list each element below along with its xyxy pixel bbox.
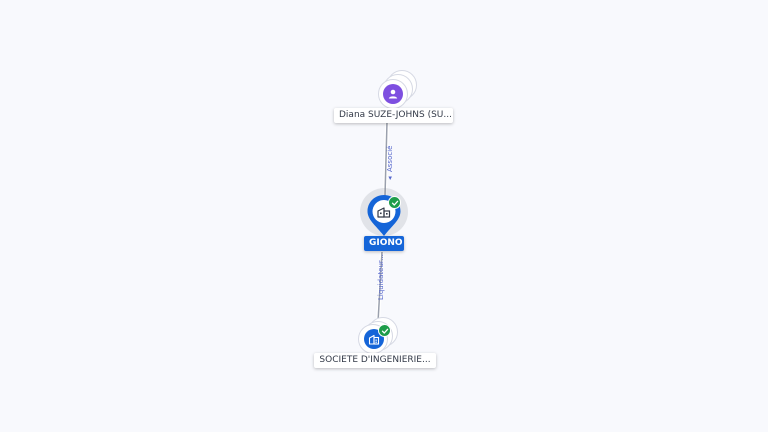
check-icon (381, 328, 388, 334)
edge-label-liquidateur: Liquidateur... (377, 254, 385, 300)
node-label-focus[interactable]: GIONO (364, 236, 404, 251)
node-person[interactable] (374, 68, 420, 112)
edge-arrow-icon: ◂ (386, 176, 394, 180)
verified-badge (388, 196, 401, 209)
edge-focus-to-company[interactable]: Liquidateur... (376, 251, 385, 323)
edge-label-associe: Associé (386, 146, 394, 172)
verified-badge (378, 324, 391, 337)
node-label-company[interactable]: SOCIETE D'INGENIERIE... (314, 353, 436, 368)
check-icon (391, 200, 398, 206)
edge-person-to-focus[interactable]: Associé ◂ (383, 121, 394, 197)
building-icon (377, 207, 391, 218)
person-avatar (383, 84, 403, 104)
company-building-icon (368, 334, 380, 345)
person-icon (388, 89, 398, 99)
node-focus[interactable] (366, 194, 402, 238)
node-label-person[interactable]: Diana SUZE-JOHNS (SU... (334, 108, 453, 123)
node-company[interactable] (355, 316, 401, 356)
